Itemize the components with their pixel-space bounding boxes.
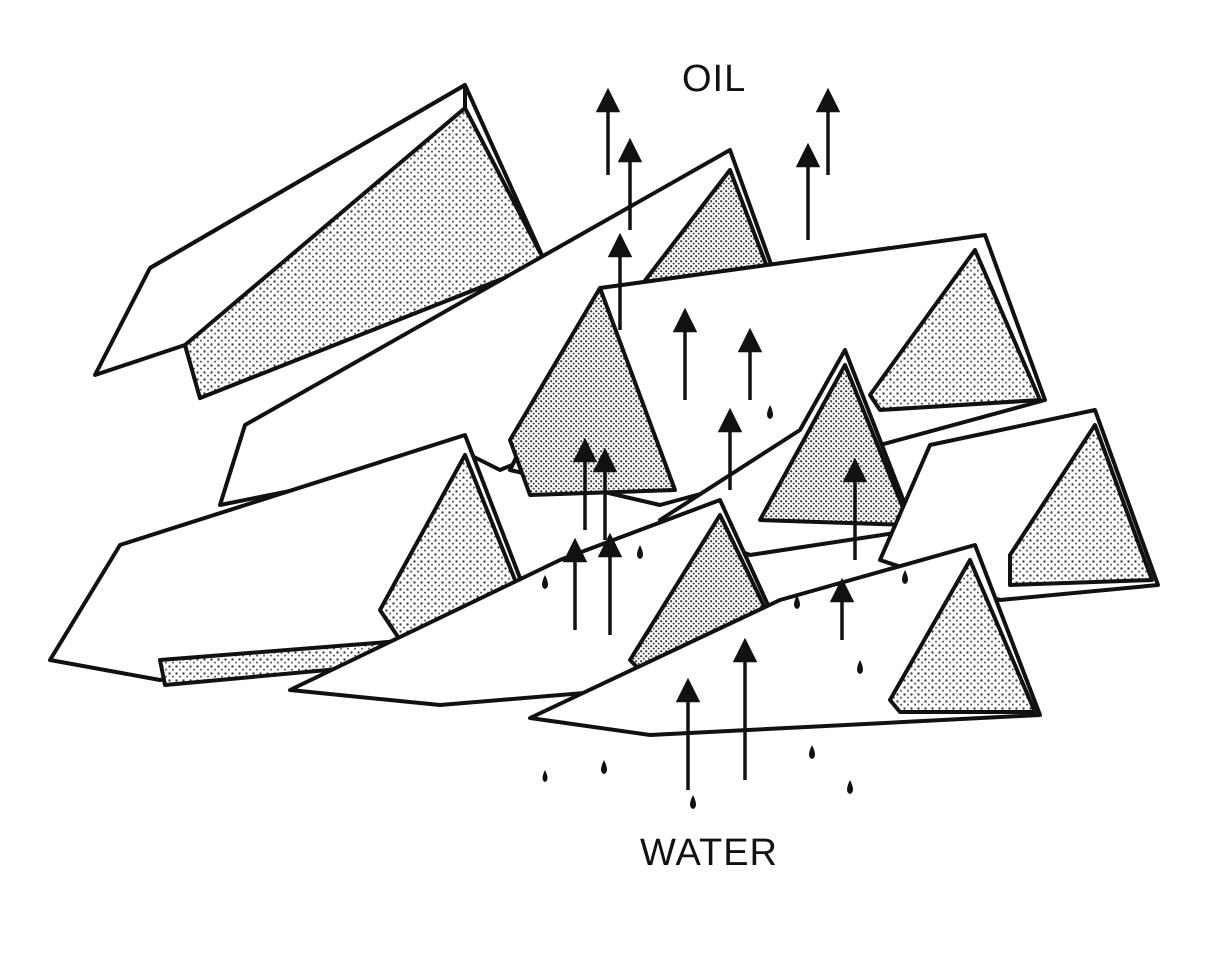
plate-1 bbox=[93, 83, 547, 400]
oil-flow-arrows bbox=[562, 87, 868, 790]
water-label: WATER bbox=[640, 832, 778, 874]
plate-9 bbox=[528, 543, 1042, 737]
oil-label: OIL bbox=[682, 58, 747, 100]
water-droplets bbox=[542, 405, 908, 809]
plate-4 bbox=[508, 286, 677, 497]
